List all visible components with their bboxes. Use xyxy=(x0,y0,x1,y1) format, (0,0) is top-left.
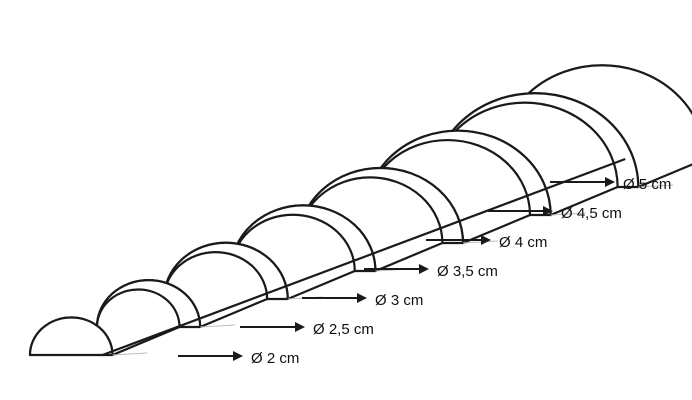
diameter-label-3cm: Ø 3 cm xyxy=(375,292,423,309)
diameter-arrowhead-1 xyxy=(233,351,243,361)
segment-seam-6 xyxy=(550,212,586,216)
diameter-arrowhead-4 xyxy=(419,264,429,274)
diameter-label-4cm: Ø 4 cm xyxy=(499,234,547,251)
diameter-label-2cm: Ø 2 cm xyxy=(251,350,299,367)
diameter-arrowhead-2 xyxy=(295,322,305,332)
diameter-label-3-5cm: Ø 3,5 cm xyxy=(437,263,498,280)
segment-seam-1 xyxy=(112,352,148,356)
base-edge-line xyxy=(102,157,626,357)
diameter-arrowhead-6 xyxy=(543,206,553,216)
segment-seam-2 xyxy=(200,324,236,328)
diameter-label-5cm: Ø 5 cm xyxy=(623,176,671,193)
diameter-labels: Ø 2 cm Ø 2,5 cm Ø 3 cm Ø 3,5 cm Ø 4 cm Ø… xyxy=(251,176,671,367)
diameter-label-4-5cm: Ø 4,5 cm xyxy=(561,205,622,222)
segment-seam-5 xyxy=(462,240,499,244)
segment-seam-7 xyxy=(638,184,674,188)
diameter-arrowhead-5 xyxy=(481,235,491,245)
diameter-arrowhead-7 xyxy=(605,177,615,187)
diameter-label-2-5cm: Ø 2,5 cm xyxy=(313,321,374,338)
diameter-arrows xyxy=(178,177,615,361)
half-cylinder-segments xyxy=(28,64,692,357)
diameter-arrowhead-3 xyxy=(357,293,367,303)
segment-front-face-1 xyxy=(28,316,114,357)
